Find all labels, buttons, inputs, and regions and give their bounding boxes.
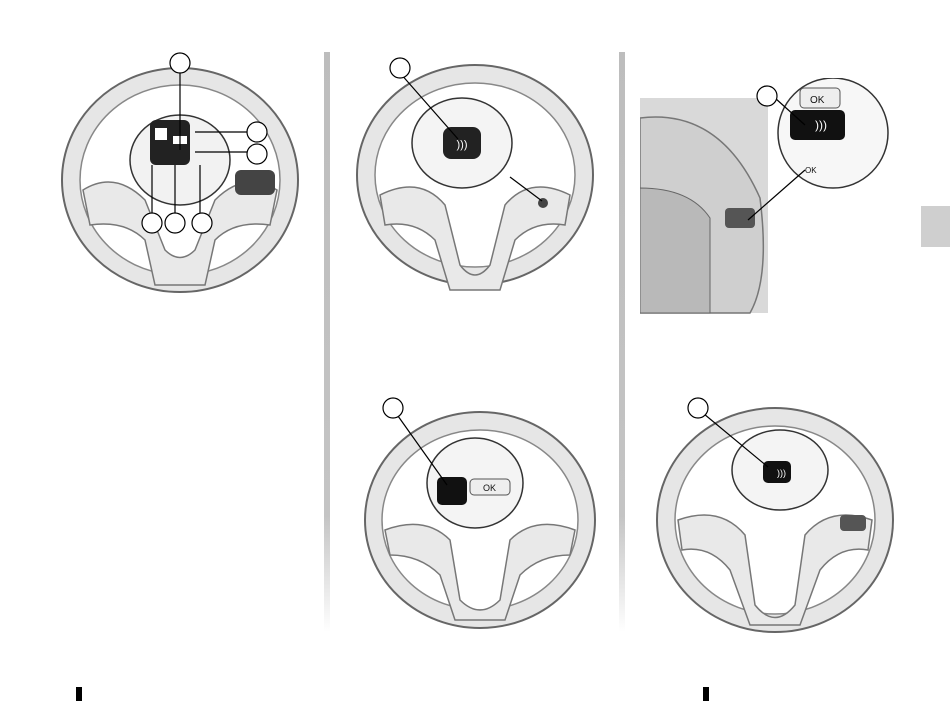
figure-steering-wheel-5: ))) [650,395,900,635]
figure-steering-wheel-1 [55,50,305,310]
callout-circle [390,58,410,78]
voice-recognition-icon: ))) [815,118,827,132]
column-divider-right [619,52,625,632]
steering-wheel-icon: OK [355,395,605,635]
voice-recognition-icon: ))) [457,139,468,151]
voice-recognition-icon: ))) [777,468,786,478]
page-marker-right [703,687,709,701]
figure-steering-closeup: ))) OK OK [640,78,890,318]
callout-circle [688,398,708,418]
callout-circle [170,53,190,73]
callout-circle [247,122,267,142]
steering-wheel-icon: ))) OK OK [640,78,890,318]
steering-wheel-icon: ))) [350,55,600,305]
column-divider-left [324,52,330,632]
steering-wheel-icon: ))) [650,395,900,635]
callout-circle [165,213,185,233]
page-marker-left [76,687,82,701]
section-tab [921,206,950,247]
steering-wheel-icon [55,50,305,310]
callout-circle [247,144,267,164]
callout-circle [757,86,777,106]
ok-button-label: OK [483,483,496,493]
callout-circle [142,213,162,233]
ok-small-label: OK [805,166,817,175]
figure-steering-wheel-4: OK [355,395,605,635]
callout-circle [383,398,403,418]
ok-button-label: OK [810,95,825,106]
callout-circle [192,213,212,233]
figure-steering-wheel-2: ))) [350,55,600,305]
